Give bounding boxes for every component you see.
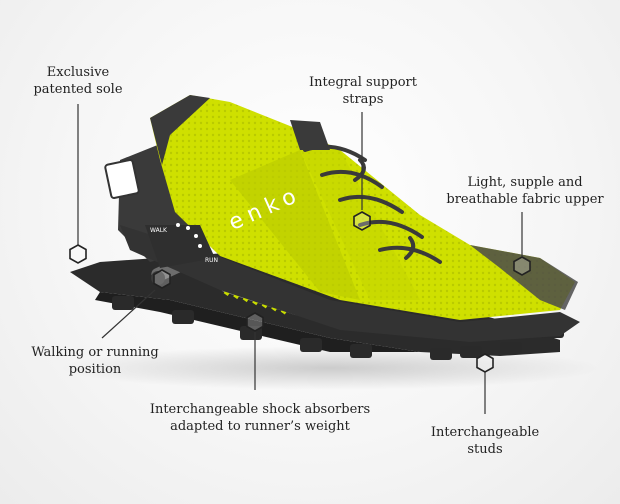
stud [350, 344, 372, 358]
run-text: RUN [205, 257, 218, 264]
hex-marker-walking [153, 269, 171, 289]
midsole [120, 225, 580, 342]
label-exclusive-sole: Exclusive patented sole [33, 65, 123, 97]
callout-lines [77, 104, 523, 414]
walk-text: WALK [150, 227, 168, 234]
stud [172, 310, 194, 324]
toe-cap [470, 245, 578, 310]
hex-marker-upper [513, 256, 531, 276]
label-shock-absorbers: Interchangeable shock absorbers adapted … [149, 402, 371, 434]
label-walking-position: Walking or running position [31, 345, 159, 377]
stud [112, 296, 134, 310]
hex-marker-studs [476, 353, 494, 373]
hex-marker-straps [353, 211, 371, 231]
label-studs: Interchangeable studs [430, 425, 540, 457]
hex-marker-shock [246, 312, 264, 332]
shoe-tongue [290, 120, 330, 150]
shoe-laces [303, 144, 442, 264]
stud [460, 346, 482, 358]
stud [500, 342, 522, 354]
shoe-collar [150, 95, 210, 165]
heel-logo [104, 159, 140, 199]
callout-markers [69, 211, 531, 373]
walk-run-dial: WALK RUN [145, 223, 218, 268]
label-support-straps: Integral support straps [309, 75, 417, 107]
support-strap [230, 150, 360, 300]
stud [300, 338, 322, 352]
hex-marker-sole [69, 244, 87, 264]
stud [430, 348, 452, 360]
label-fabric-upper: Light, supple and breathable fabric uppe… [446, 175, 604, 207]
